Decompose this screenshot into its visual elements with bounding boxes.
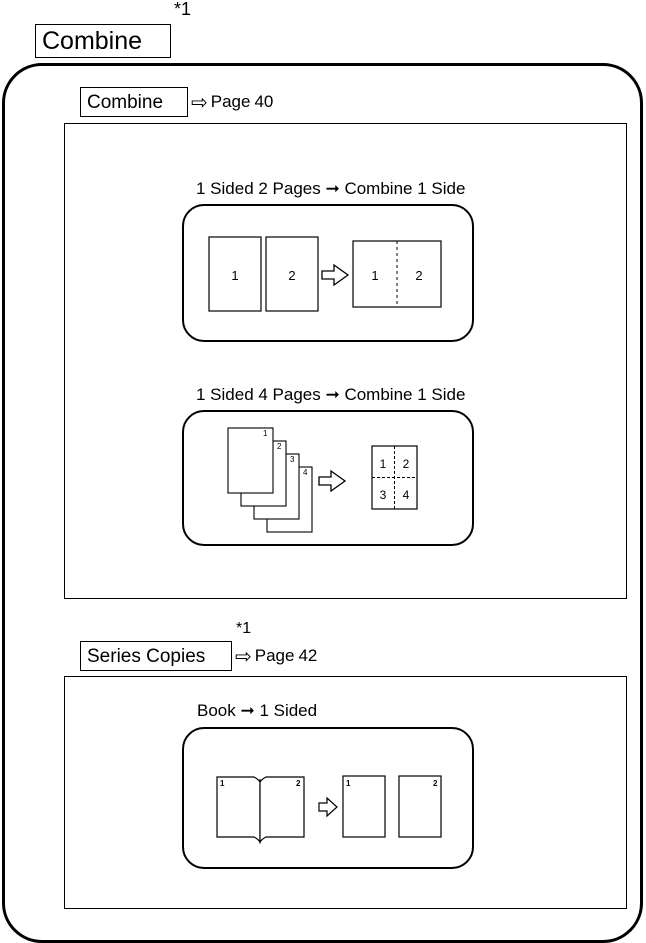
page-number: 1 <box>380 457 387 471</box>
example-title: Book ➞ 1 Sided <box>197 701 318 720</box>
page-number: 1 <box>231 268 238 283</box>
original-page <box>227 427 274 494</box>
page-number: 1 <box>263 429 268 438</box>
reference-page-number: 42 <box>298 646 318 665</box>
page-number: 3 <box>380 488 387 502</box>
result-page <box>398 775 442 838</box>
series-copies-section-label: Series Copies <box>80 641 232 671</box>
example-1-illustration: 1 2 1 2 <box>208 236 442 312</box>
reference-page-word: Page <box>210 92 251 111</box>
page-number: 4 <box>403 488 410 502</box>
reference-arrow-icon: ⇨ <box>235 645 252 668</box>
original-page <box>208 236 262 312</box>
page-number: 1 <box>346 779 351 788</box>
series-page-reference: ⇨ Page 42 <box>235 642 317 670</box>
hollow-arrow-icon <box>318 469 347 493</box>
page-number: 2 <box>296 779 301 788</box>
series-copies-panel <box>64 676 627 909</box>
original-page <box>265 236 319 312</box>
example-box <box>182 410 474 546</box>
example-box <box>182 727 474 869</box>
combine-panel <box>64 123 627 599</box>
outer-frame <box>2 63 643 943</box>
combine-page-reference: ⇨ Page 40 <box>191 88 273 116</box>
result-page <box>342 775 386 838</box>
page-number: 1 <box>220 779 225 788</box>
example-box <box>182 204 474 342</box>
example-title: 1 Sided 4 Pages ➞ Combine 1 Side <box>196 385 466 404</box>
page-number: 2 <box>415 268 422 283</box>
page-number: 2 <box>277 442 282 451</box>
page-number: 3 <box>290 455 295 464</box>
example-3-illustration: 1 2 1 2 <box>216 775 442 844</box>
page-number: 2 <box>403 457 410 471</box>
example-title: 1 Sided 2 Pages ➞ Combine 1 Side <box>196 179 466 198</box>
page-number: 4 <box>303 468 308 477</box>
reference-page-word: Page <box>254 646 295 665</box>
reference-arrow-icon: ⇨ <box>191 91 208 114</box>
header-combine-label: Combine <box>35 24 171 58</box>
reference-page-number: 40 <box>254 92 274 111</box>
page-number: 2 <box>288 268 295 283</box>
header-footnote-marker: *1 <box>174 0 192 19</box>
hollow-arrow-icon <box>321 263 350 287</box>
example-2-illustration: 1 2 3 4 1 2 3 4 <box>227 427 418 533</box>
page-number: 1 <box>371 268 378 283</box>
series-footnote-marker: *1 <box>236 620 252 637</box>
page-number: 2 <box>433 779 438 788</box>
hollow-arrow-icon <box>318 796 338 818</box>
combine-section-label: Combine <box>80 87 188 117</box>
